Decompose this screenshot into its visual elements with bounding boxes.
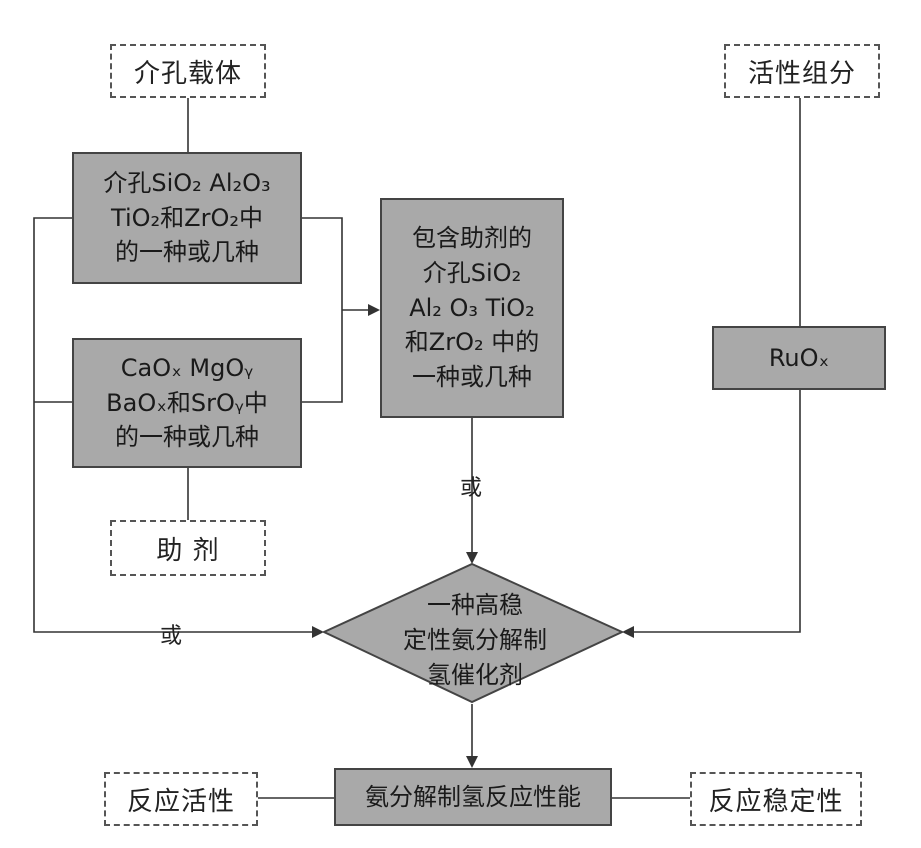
or-label-middle: 或 [460, 470, 482, 502]
reaction-activity-label: 反应活性 [104, 772, 258, 826]
support-oxides-box: 介孔SiO₂ Al₂O₃ TiO₂和ZrO₂中 的一种或几种 [72, 152, 302, 284]
promoter-oxides-line-2: BaOₓ和SrOᵧ中 [106, 386, 268, 421]
promoted-support-line-1: 包含助剂的 [412, 221, 532, 256]
catalyst-line-2: 定性氨分解制 [380, 623, 570, 658]
support-oxides-line-1: 介孔SiO₂ Al₂O₃ [103, 166, 270, 201]
promoted-support-line-2: 介孔SiO₂ [423, 256, 521, 291]
support-oxides-line-3: 的一种或几种 [115, 235, 259, 270]
promoter-oxides-line-3: 的一种或几种 [115, 420, 259, 455]
catalyst-line-1: 一种高稳 [380, 588, 570, 623]
promoter-oxides-line-1: CaOₓ MgOᵧ [121, 351, 253, 386]
reaction-performance-box: 氨分解制氢反应性能 [334, 768, 612, 826]
promoter-oxides-box: CaOₓ MgOᵧ BaOₓ和SrOᵧ中 的一种或几种 [72, 338, 302, 468]
catalyst-line-3: 氢催化剂 [380, 658, 570, 693]
promoter-label: 助 剂 [110, 520, 266, 576]
reaction-stability-label: 反应稳定性 [690, 772, 862, 826]
promoted-support-line-3: Al₂ O₃ TiO₂ [409, 291, 535, 326]
support-oxides-line-2: TiO₂和ZrO₂中 [111, 201, 263, 236]
active-component-label: 活性组分 [724, 44, 880, 98]
ruo2-label: RuOₓ [769, 341, 829, 376]
or-label-left: 或 [160, 618, 182, 650]
mesoporous-support-label: 介孔载体 [110, 44, 266, 98]
connector-merge-bracket [302, 218, 342, 402]
reaction-performance-label: 氨分解制氢反应性能 [365, 780, 581, 815]
ruo2-box: RuOₓ [712, 326, 886, 390]
promoted-support-line-5: 一种或几种 [412, 360, 532, 395]
arrow-ruo-to-catalyst [624, 390, 800, 632]
catalyst-label: 一种高稳 定性氨分解制 氢催化剂 [380, 588, 570, 692]
promoted-support-line-4: 和ZrO₂ 中的 [405, 325, 539, 360]
promoted-support-box: 包含助剂的 介孔SiO₂ Al₂ O₃ TiO₂ 和ZrO₂ 中的 一种或几种 [380, 198, 564, 418]
